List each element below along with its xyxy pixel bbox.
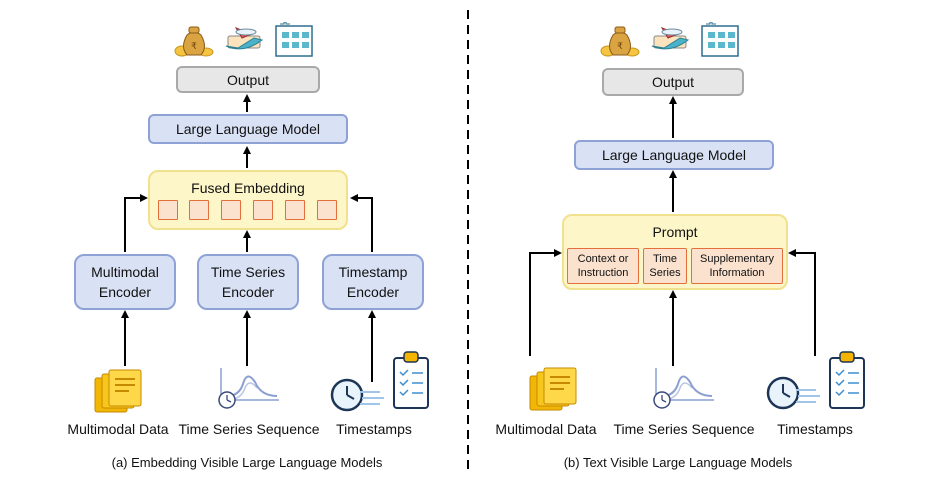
right-llm-box: Large Language Model	[574, 140, 774, 170]
embedding-token	[189, 200, 209, 220]
right-caption: (b) Text Visible Large Language Models	[563, 455, 793, 470]
embedding-token	[253, 200, 273, 220]
hospital-icon	[701, 22, 739, 57]
svg-text:₹: ₹	[617, 42, 623, 52]
embedding-token	[158, 200, 178, 220]
folder-icon	[94, 369, 142, 413]
prompt-label: Prompt	[652, 224, 698, 240]
hospital-icon	[275, 22, 313, 57]
input-label-multimodal-data: Multimodal Data	[67, 421, 169, 437]
money-bag-icon: ₹	[174, 26, 214, 57]
folder-icon	[529, 367, 577, 411]
left-caption: (a) Embedding Visible Large Language Mod…	[111, 455, 383, 470]
right-output-box: Output	[602, 68, 744, 96]
left-output-box: Output	[176, 66, 320, 93]
plane-icon	[225, 27, 264, 50]
clock-icon	[330, 378, 364, 412]
plane-icon	[651, 27, 690, 50]
left-llm-box: Large Language Model	[148, 114, 348, 144]
timestamp-encoder-box: Timestamp Encoder	[322, 254, 424, 310]
time-series-plot-icon	[218, 368, 279, 409]
multimodal-encoder-box: Multimodal Encoder	[74, 254, 176, 310]
clipboard-icon	[393, 351, 429, 409]
fused-embedding-label: Fused Embedding	[191, 180, 305, 196]
speed-lines	[360, 391, 384, 405]
input-label-time-series-sequence: Time Series Sequence	[613, 421, 755, 437]
prompt-part-supplementary: Supplementary Information	[691, 248, 783, 284]
speed-lines	[796, 389, 820, 403]
fused-embedding-box: Fused Embedding	[148, 170, 348, 230]
clock-icon	[766, 376, 800, 410]
time-series-encoder-box: Time Series Encoder	[197, 254, 299, 310]
clipboard-icon	[829, 351, 865, 409]
prompt-part-context: Context or Instruction	[567, 248, 639, 284]
input-label-time-series-sequence: Time Series Sequence	[178, 421, 320, 437]
svg-text:₹: ₹	[191, 42, 197, 52]
input-label-timestamps: Timestamps	[777, 421, 853, 437]
money-bag-icon: ₹	[600, 26, 640, 57]
embedding-token	[221, 200, 241, 220]
time-series-plot-icon	[653, 368, 714, 409]
embedding-token	[285, 200, 305, 220]
prompt-part-time-series: Time Series	[643, 248, 687, 284]
input-label-timestamps: Timestamps	[336, 421, 412, 437]
embedding-token	[317, 200, 337, 220]
input-label-multimodal-data: Multimodal Data	[495, 421, 597, 437]
